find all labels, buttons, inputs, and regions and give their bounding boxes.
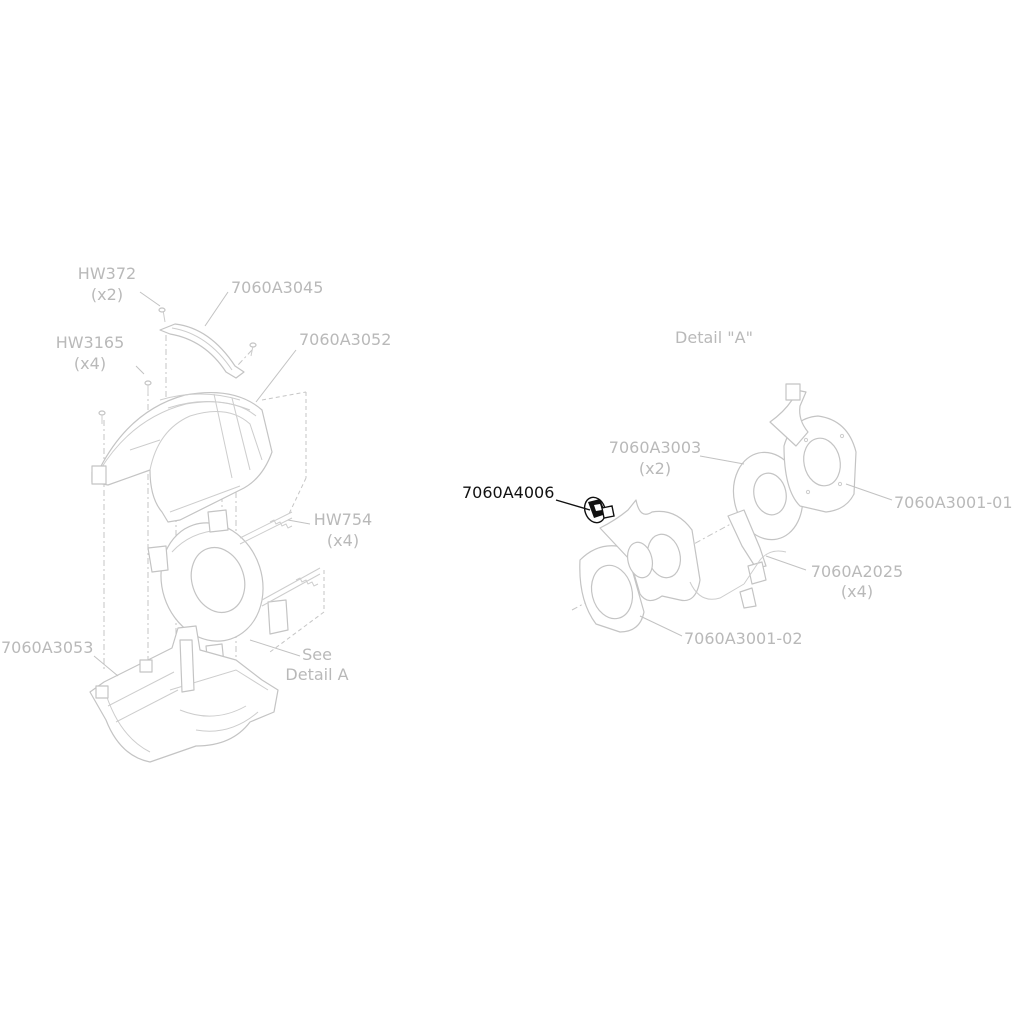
label-7060A3053: 7060A3053 bbox=[1, 638, 93, 657]
label-hw754-qty: (x4) bbox=[327, 531, 359, 550]
gobo-plate-7060A3001-01 bbox=[769, 383, 857, 513]
screw-hw372 bbox=[158, 307, 257, 357]
label-detail-a-reference: Detail A bbox=[285, 665, 348, 684]
clip-7060A2025 bbox=[739, 550, 787, 609]
label-7060A2025: 7060A2025 bbox=[811, 562, 903, 581]
gobo-plate-7060A3001-02 bbox=[579, 545, 645, 633]
gobo-film-strip bbox=[599, 499, 745, 602]
label-hw754: HW754 bbox=[314, 510, 372, 529]
label-7060A3001-02: 7060A3001-02 bbox=[684, 629, 803, 648]
label-7060A3003-qty: (x2) bbox=[639, 459, 671, 478]
label-7060A3045: 7060A3045 bbox=[231, 278, 323, 297]
part-7060A4006-highlighted[interactable] bbox=[581, 494, 615, 525]
rotator-plate-assembly bbox=[147, 509, 321, 667]
label-7060A2025-qty: (x4) bbox=[841, 582, 873, 601]
ring-7060A3003 bbox=[727, 451, 804, 569]
main-assembly-drawing bbox=[89, 291, 325, 763]
label-hw3165: HW3165 bbox=[56, 333, 125, 352]
label-see: See bbox=[302, 645, 332, 664]
label-7060A3052: 7060A3052 bbox=[299, 330, 391, 349]
lower-shell-7060A3053 bbox=[89, 625, 279, 763]
label-hw3165-qty: (x4) bbox=[74, 354, 106, 373]
detail-a-title: Detail "A" bbox=[675, 328, 753, 347]
label-hw372: HW372 bbox=[78, 264, 136, 283]
label-hw372-qty: (x2) bbox=[91, 285, 123, 304]
label-7060A3003: 7060A3003 bbox=[609, 438, 701, 457]
detail-a-drawing bbox=[555, 383, 893, 637]
strap-7060A3045 bbox=[159, 323, 245, 379]
label-7060A3001-01: 7060A3001-01 bbox=[894, 493, 1013, 512]
upper-shell-7060A3052 bbox=[91, 391, 273, 523]
label-7060A4006[interactable]: 7060A4006 bbox=[462, 483, 554, 502]
